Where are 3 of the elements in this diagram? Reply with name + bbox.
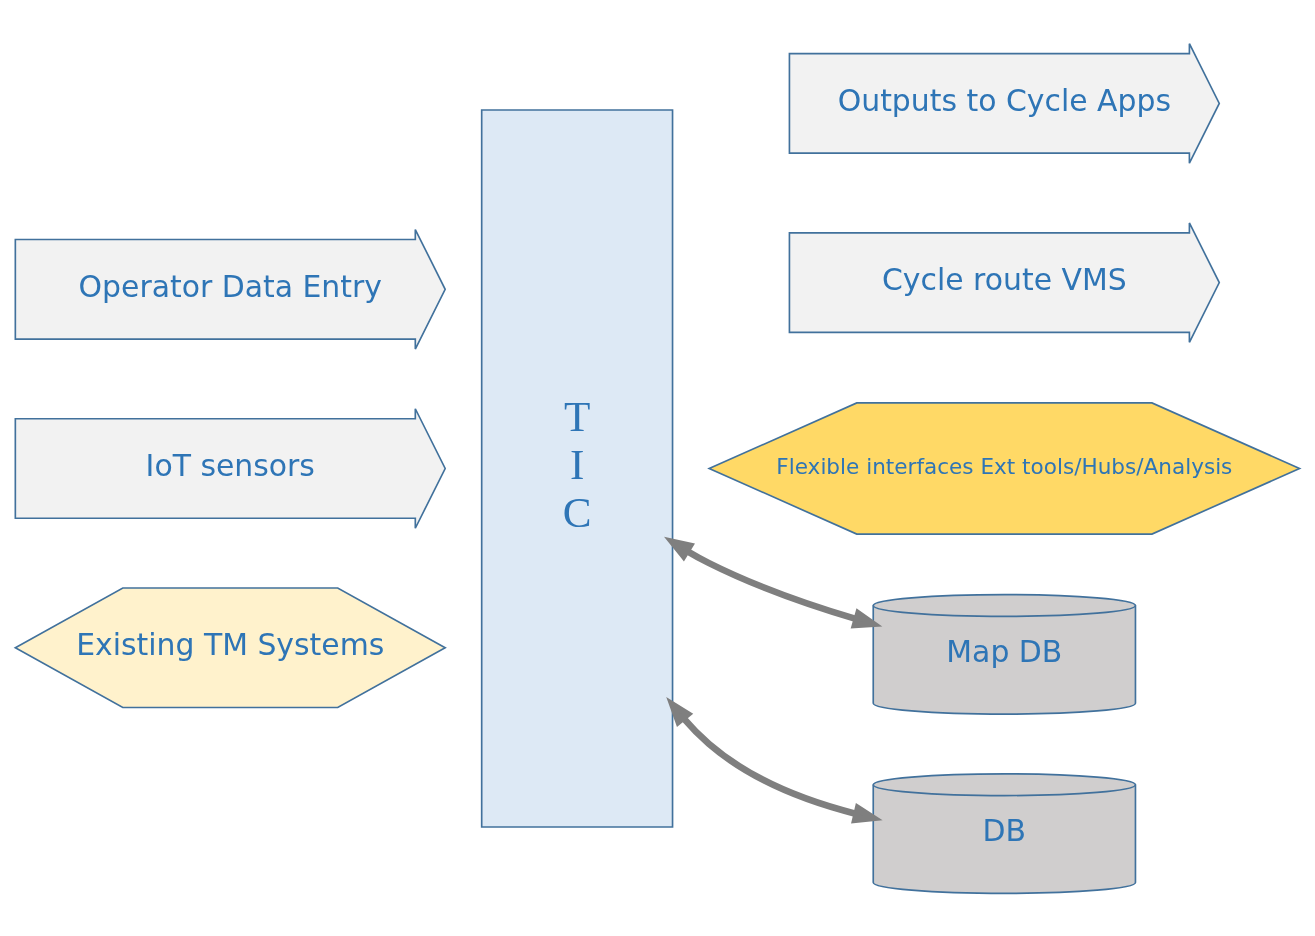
arrow	[666, 696, 883, 823]
node-box: T I C	[480, 108, 674, 828]
arrow	[664, 536, 883, 628]
